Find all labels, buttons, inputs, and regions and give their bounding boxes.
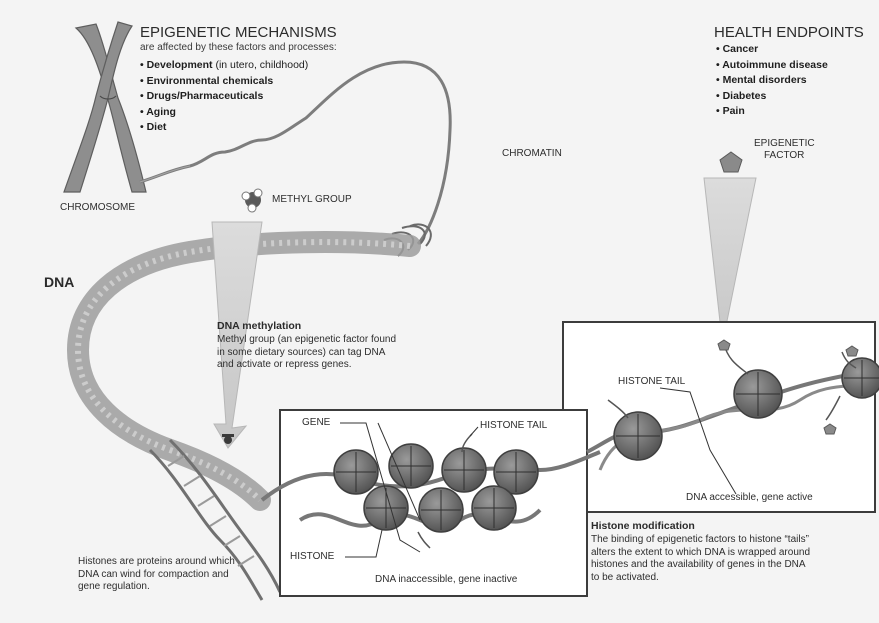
- gene-label: GENE: [302, 417, 330, 429]
- histones-note: Histones are proteins around which DNA c…: [78, 556, 278, 594]
- histones-note-line: gene regulation.: [78, 581, 278, 594]
- histone-modification-line: to be activated.: [591, 572, 876, 585]
- dna-accessible-label: DNA accessible, gene active: [686, 492, 813, 504]
- histone-modification-line: histones and the availability of genes i…: [591, 559, 876, 572]
- mechanism-item: Environmental chemicals: [140, 74, 308, 90]
- epigenetic-factor-label-2: FACTOR: [764, 150, 804, 162]
- histone-tail-label-right: HISTONE TAIL: [618, 376, 685, 388]
- endpoint-item: Cancer: [716, 42, 828, 58]
- methylation-title: DNA methylation: [217, 320, 301, 332]
- histones-note-line: DNA can wind for compaction and: [78, 569, 278, 582]
- endpoints-title: HEALTH ENDPOINTS: [714, 24, 864, 41]
- histone-modification-body: The binding of epigenetic factors to his…: [591, 534, 876, 584]
- methylation-line: in some dietary sources) can tag DNA: [217, 347, 457, 360]
- histone-tail-label-left: HISTONE TAIL: [480, 420, 547, 432]
- dna-label: DNA: [44, 274, 74, 290]
- methylation-body: Methyl group (an epigenetic factor found…: [217, 334, 457, 372]
- histone-modification-line: alters the extent to which DNA is wrappe…: [591, 547, 876, 560]
- chromosome-label: CHROMOSOME: [60, 202, 135, 214]
- histone-modification-title: Histone modification: [591, 520, 695, 532]
- mechanisms-title: EPIGENETIC MECHANISMS: [140, 24, 337, 41]
- endpoint-item: Pain: [716, 104, 828, 120]
- endpoints-list: Cancer Autoimmune disease Mental disorde…: [716, 42, 828, 120]
- mechanism-item: Development (in utero, childhood): [140, 58, 308, 74]
- chromatin-label: CHROMATIN: [502, 148, 562, 160]
- methylation-line: Methyl group (an epigenetic factor found: [217, 334, 457, 347]
- mechanism-item: Diet: [140, 120, 308, 136]
- histone-label: HISTONE: [290, 551, 334, 563]
- endpoint-item: Autoimmune disease: [716, 58, 828, 74]
- mechanisms-subtitle: are affected by these factors and proces…: [140, 42, 337, 54]
- endpoint-item: Diabetes: [716, 89, 828, 105]
- mechanisms-list: Development (in utero, childhood) Enviro…: [140, 58, 308, 136]
- endpoint-item: Mental disorders: [716, 73, 828, 89]
- epigenetic-factor-label-1: EPIGENETIC: [754, 138, 815, 150]
- mechanism-item: Aging: [140, 105, 308, 121]
- methyl-group-label: METHYL GROUP: [272, 194, 352, 206]
- methylation-line: and activate or repress genes.: [217, 359, 457, 372]
- histone-modification-line: The binding of epigenetic factors to his…: [591, 534, 876, 547]
- mechanism-item: Drugs/Pharmaceuticals: [140, 89, 308, 105]
- dna-inaccessible-label: DNA inaccessible, gene inactive: [375, 574, 517, 586]
- histones-note-line: Histones are proteins around which: [78, 556, 278, 569]
